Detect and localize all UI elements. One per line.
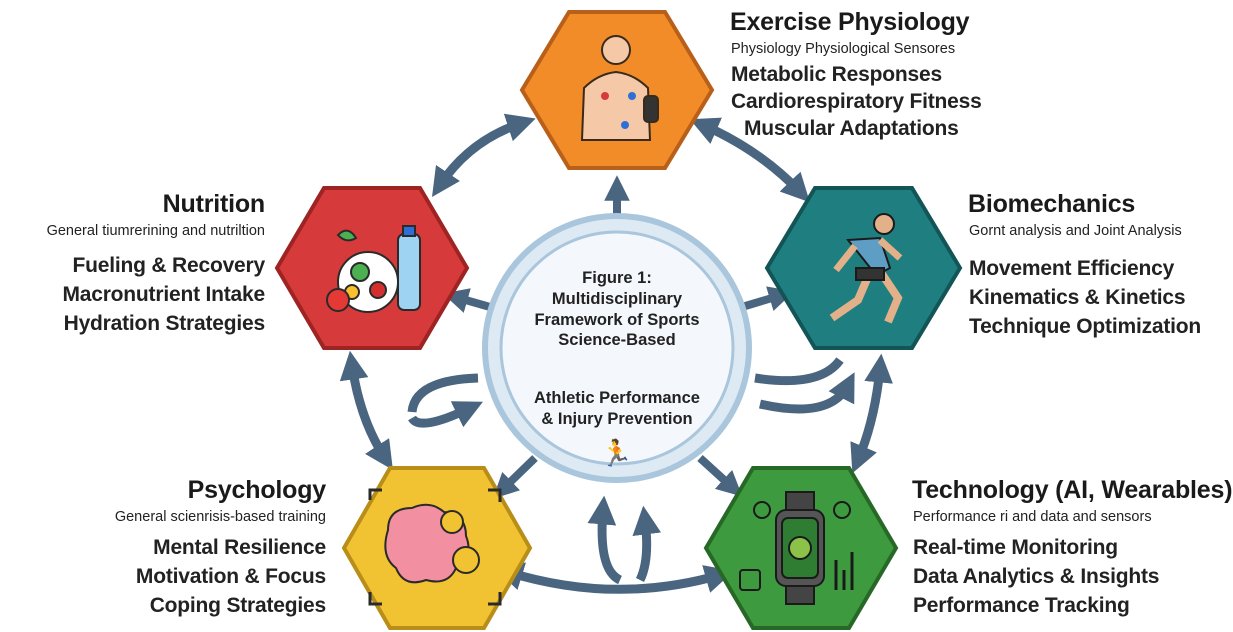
nutrition-item-3: Hydration Strategies [63, 312, 266, 335]
nutrition-item-2: Macronutrient Intake [62, 283, 265, 306]
arrow-exercise-biomechanics [689, 117, 810, 203]
biomechanics-item-2: Kinematics & Kinetics [969, 286, 1186, 309]
smartwatch-data-icon [739, 491, 854, 605]
running-figure-icon [829, 213, 903, 324]
arrow-center-psychology-loop [407, 373, 478, 423]
biomechanics-title: Biomechanics [968, 190, 1136, 218]
biomechanics-subtitle: Gornt analysis and Joint Analysis [969, 223, 1182, 239]
center-title: Figure 1: Multidisciplinary Framework of… [517, 268, 717, 351]
psychology-item-3: Coping Strategies [149, 594, 326, 617]
center-subtitle: Athletic Performance & Injury Prevention [517, 388, 717, 430]
psychology-item-1: Mental Resilience [153, 536, 326, 559]
nutrition-subtitle: General tiumrerining and nutriltion [46, 223, 265, 239]
arrow-nutrition-exercise [432, 113, 536, 197]
spoke-nutrition [442, 288, 492, 313]
center-line-3: Framework of Sports [534, 310, 700, 329]
psychology-item-2: Motivation & Focus [135, 565, 326, 588]
exercise-item-1: Metabolic Responses [731, 63, 942, 86]
biomechanics-item-3: Technique Optimization [969, 315, 1202, 338]
center-ring [482, 213, 752, 483]
arrow-nutrition-psychology [339, 350, 393, 471]
nutrition-title: Nutrition [162, 190, 266, 218]
connector-arrows [339, 113, 893, 594]
nutrition-item-1: Fueling & Recovery [72, 254, 266, 277]
biomechanics-item-1: Movement Efficiency [969, 257, 1175, 280]
technology-subtitle: Performance ri and data and sensors [913, 509, 1152, 525]
center-line-4: Science-Based [558, 331, 676, 350]
technology-title: Technology (AI, Wearables) [912, 476, 1233, 504]
center-line-5: Athletic Performance [534, 389, 700, 407]
food-bowl-water-bottle-icon [326, 225, 421, 313]
center-line-1: Figure 1: [582, 269, 652, 287]
exercise-item-2: Cardiorespiratory Fitness [731, 90, 982, 113]
spoke-technology [697, 455, 743, 497]
arrow-biomechanics-technology [850, 353, 893, 474]
brain-gears-icon [368, 488, 502, 606]
spoke-biomechanics [740, 286, 795, 311]
runners-icon: 🏃 [600, 438, 633, 468]
center-line-2: Multidisciplinary [551, 289, 683, 308]
arrow-center-bottom-loop [602, 510, 647, 585]
technology-item-2: Data Analytics & Insights [913, 565, 1160, 588]
spoke-psychology [492, 455, 538, 499]
arrow-center-technology-loop [754, 357, 848, 414]
exercise-subtitle: Physiology Physiological Sensores [731, 41, 956, 57]
technology-item-3: Performance Tracking [913, 594, 1130, 617]
psychology-subtitle: General scienrisis-based training [114, 509, 326, 525]
psychology-title: Psychology [187, 476, 327, 504]
human-torso-sensors-icon [580, 35, 659, 141]
arrow-psychology-technology [494, 562, 734, 594]
center-line-6: & Injury Prevention [541, 409, 693, 428]
exercise-title: Exercise Physiology [730, 8, 970, 36]
technology-item-1: Real-time Monitoring [913, 536, 1118, 559]
exercise-item-3: Muscular Adaptations [744, 117, 959, 140]
